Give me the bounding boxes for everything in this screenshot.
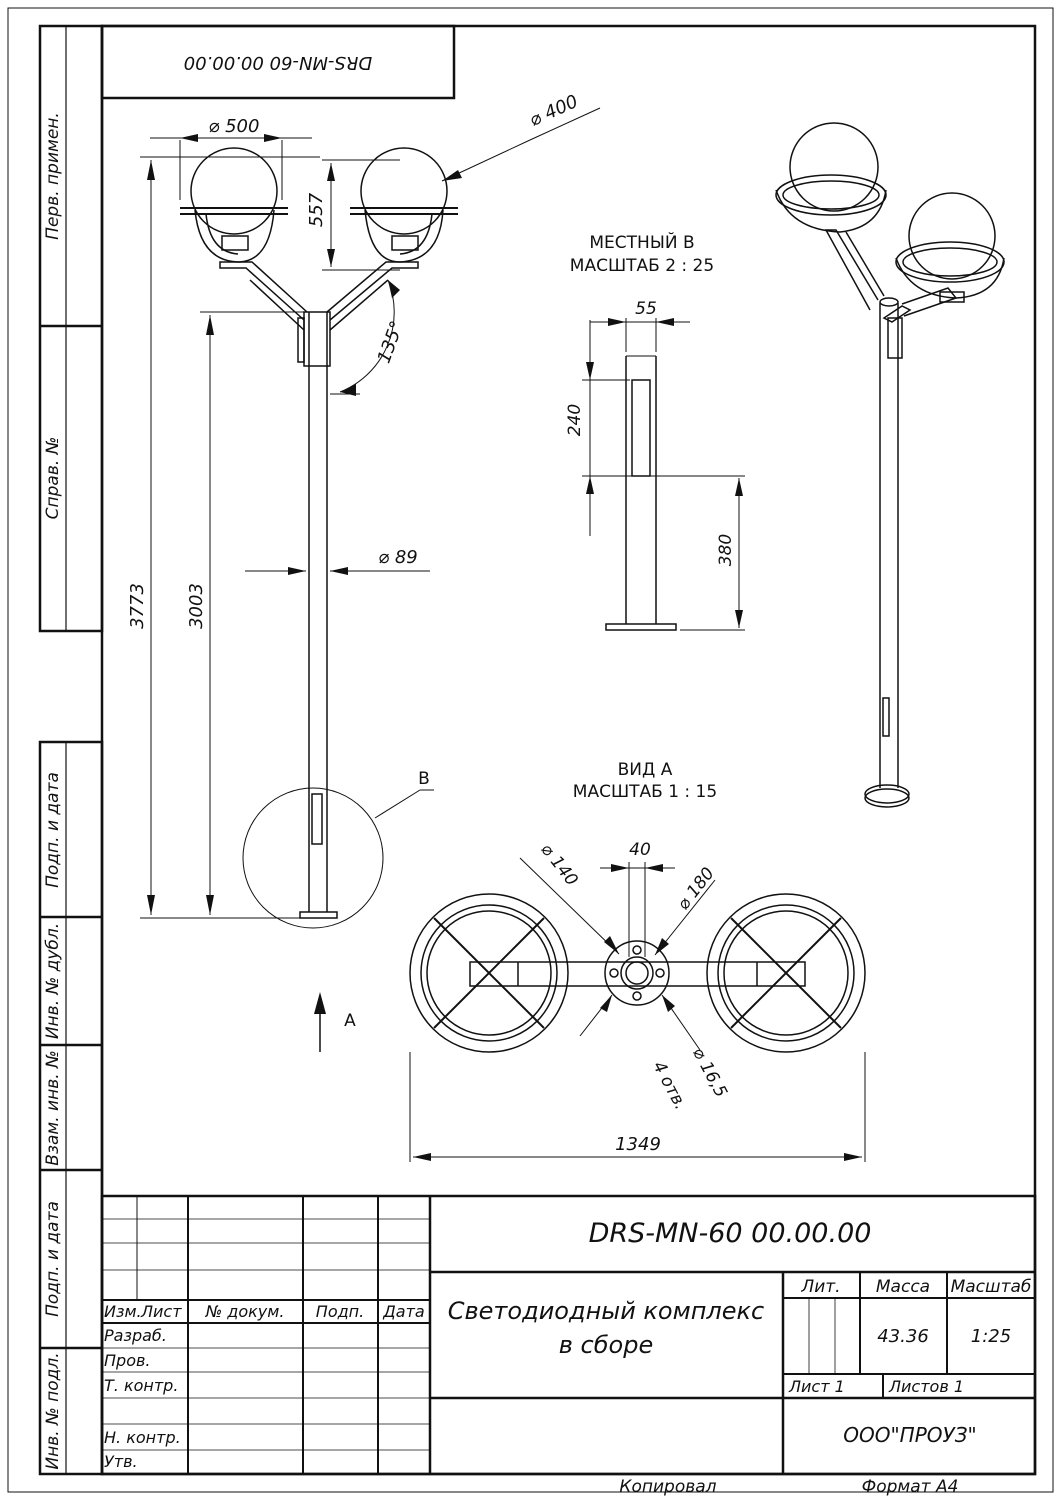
marker-b: В xyxy=(418,769,430,789)
view-a-arrows xyxy=(413,864,862,1161)
hdr-doc-no: № докум. xyxy=(205,1302,285,1321)
hdr-sign: Подп. xyxy=(316,1302,364,1321)
role-nkontr: Н. контр. xyxy=(104,1428,181,1447)
stamp-doc-code: DRS-MN-60 00.00.00 xyxy=(589,1218,872,1249)
left-margin-lower xyxy=(38,740,104,1476)
label-podp-data-1: Подп. и дата xyxy=(43,772,63,888)
local-b-view xyxy=(605,355,677,631)
stamp-title-line-1: Светодиодный комплекс xyxy=(448,1297,764,1325)
local-b-scale: МАСШТАБ 2 : 25 xyxy=(570,256,714,276)
dim-d89: ⌀ 89 xyxy=(378,547,417,568)
role-razrab: Разраб. xyxy=(104,1326,167,1345)
stamp-title-line-2: в сборе xyxy=(559,1331,653,1359)
sheet-count: Листов 1 xyxy=(888,1377,964,1396)
title-block xyxy=(100,1194,1037,1476)
dim-40: 40 xyxy=(629,840,651,860)
dim-380: 380 xyxy=(716,534,736,566)
hdr-list: Лист xyxy=(140,1302,182,1321)
top-doc-code: DRS-MN-60 00.00.00 xyxy=(184,52,373,73)
role-prov: Пров. xyxy=(104,1351,151,1370)
left-margin-upper xyxy=(38,24,104,633)
mass-value: 43.36 xyxy=(877,1326,929,1347)
dim-55: 55 xyxy=(635,299,657,319)
view-a-title: ВИД А xyxy=(618,760,673,780)
title-block-text: DRS-MN-60 00.00.00 Светодиодный комплекс… xyxy=(104,1218,1031,1471)
front-arrows xyxy=(147,134,462,915)
label-sprav-no: Справ. № xyxy=(43,437,63,520)
hdr-scale: Масштаб xyxy=(951,1277,1032,1297)
view-a-arrow: А xyxy=(314,992,356,1052)
isometric-view xyxy=(775,122,1005,808)
local-b-arrows xyxy=(586,318,743,628)
label-podp-data-2: Подп. и дата xyxy=(43,1201,63,1317)
label-inv-podl: Инв. № подл. xyxy=(43,1352,63,1469)
dim-3003: 3003 xyxy=(186,583,207,629)
local-b-dims xyxy=(582,318,745,631)
view-a xyxy=(409,893,866,1053)
role-utv: Утв. xyxy=(104,1452,138,1471)
hdr-izm: Изм. xyxy=(104,1302,142,1321)
dim-1349: 1349 xyxy=(615,1134,661,1155)
left-margin-labels: Перв. примен. Справ. № Подп. и дата Инв.… xyxy=(43,112,63,1469)
label-inv-dubl: Инв. № дубл. xyxy=(43,923,63,1039)
dim-3773: 3773 xyxy=(127,583,148,629)
scale-value: 1:25 xyxy=(971,1326,1011,1347)
hdr-lit: Лит. xyxy=(800,1277,840,1297)
format-label: Формат А4 xyxy=(862,1477,959,1497)
label-vzam-inv: Взам. инв. № xyxy=(43,1050,63,1165)
sheet-number: Лист 1 xyxy=(788,1377,845,1396)
marker-a: А xyxy=(344,1011,356,1031)
copied-label: Копировал xyxy=(619,1477,716,1497)
label-perv-primen: Перв. примен. xyxy=(43,112,63,240)
role-tkontr: Т. контр. xyxy=(104,1376,178,1395)
dim-d500: ⌀ 500 xyxy=(209,116,260,137)
dim-557: 557 xyxy=(306,192,327,227)
local-b-title: МЕСТНЫЙ В xyxy=(589,231,694,253)
view-a-scale: МАСШТАБ 1 : 15 xyxy=(573,782,717,802)
hdr-mass: Масса xyxy=(876,1277,930,1297)
dim-240: 240 xyxy=(565,404,585,436)
company-name: ООО"ПРОУЗ" xyxy=(843,1423,976,1447)
hdr-date: Дата xyxy=(382,1302,424,1321)
